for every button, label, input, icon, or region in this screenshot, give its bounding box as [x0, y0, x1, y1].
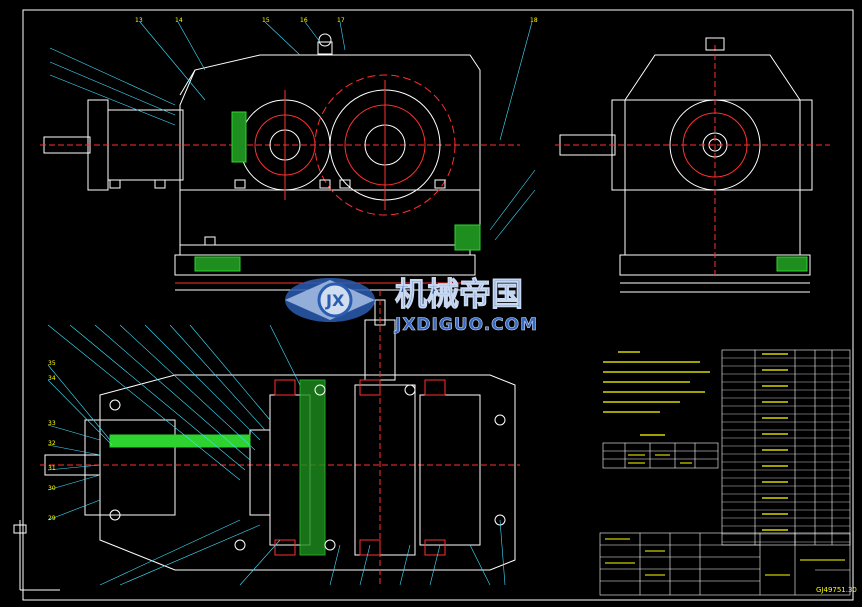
- balloon-numbers: 35 34 33 32 31 30 29 13 14 15 16 17 18: [48, 17, 538, 522]
- balloon-label: 16: [300, 17, 308, 24]
- parts-list: [721, 349, 851, 546]
- balloon-label: 32: [48, 440, 56, 447]
- technical-notes: [603, 351, 710, 436]
- spec-table: [602, 442, 719, 469]
- watermark-cn-text: 机械帝国: [395, 275, 523, 313]
- front-view: [40, 33, 520, 291]
- balloon-label: 35: [48, 360, 56, 367]
- balloon-label: 15: [262, 17, 270, 24]
- title-block: [599, 532, 851, 596]
- parts-list-rows: [722, 353, 850, 543]
- balloon-label: 29: [48, 515, 56, 522]
- side-view: [555, 37, 830, 293]
- front-bolts: [109, 179, 446, 246]
- balloon-label: 17: [337, 17, 345, 24]
- balloon-label: 33: [48, 420, 56, 427]
- plan-view: [40, 290, 520, 585]
- watermark-en-text: JXDIGUO.COM: [394, 315, 538, 335]
- balloon-label: 18: [530, 17, 538, 24]
- balloon-label: 30: [48, 485, 56, 492]
- watermark-logo: JX: [285, 278, 375, 322]
- balloon-label: 31: [48, 465, 56, 472]
- drawing-number: GJ49751.30: [816, 586, 857, 594]
- plan-leaders: [47, 324, 506, 586]
- svg-text:JX: JX: [325, 291, 345, 310]
- ucs-axis-icon: [13, 520, 60, 591]
- balloon-label: 13: [135, 17, 143, 24]
- front-leaders: [49, 21, 536, 241]
- balloon-label: 14: [175, 17, 183, 24]
- drawing-border: [22, 9, 854, 601]
- balloon-label: 34: [48, 375, 56, 382]
